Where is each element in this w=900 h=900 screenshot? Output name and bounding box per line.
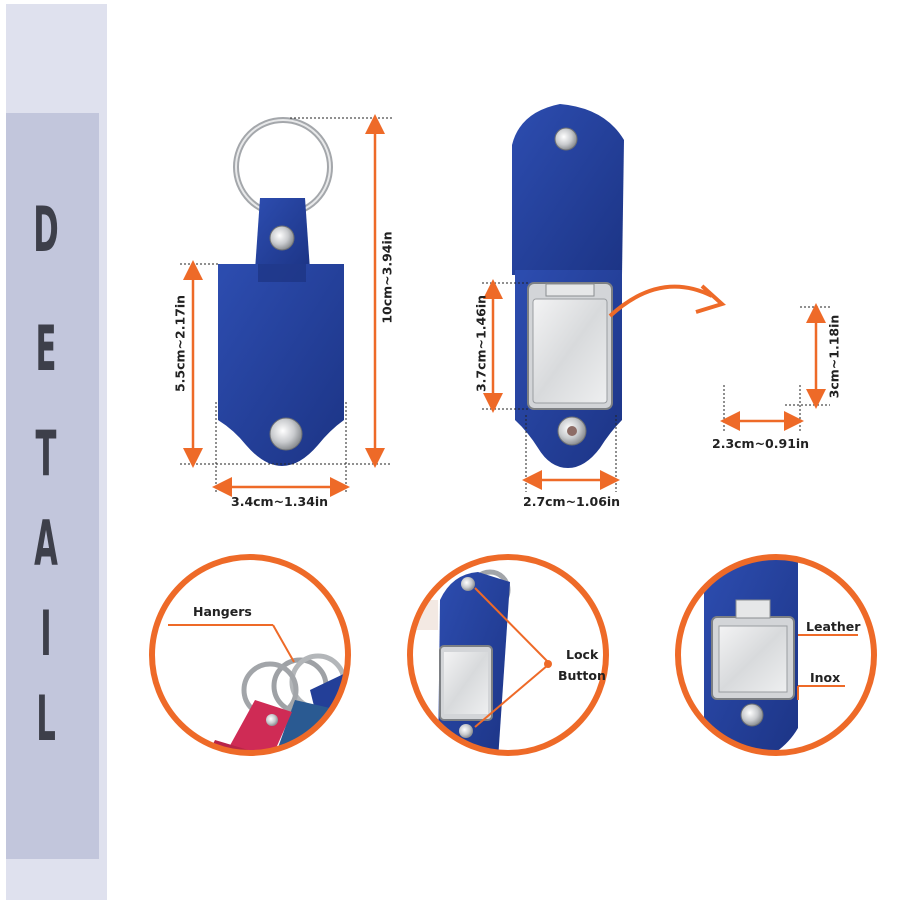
hangers-callout: Hangers: [193, 604, 252, 619]
sidebar-letter: T: [35, 417, 57, 490]
sidebar-letter: E: [35, 312, 57, 385]
snap-button-icon: [269, 417, 303, 451]
keychain-front-view: [218, 117, 344, 466]
rivet-icon: [269, 225, 295, 251]
body-width-label: 3.4cm~1.34in: [231, 494, 329, 509]
body-height-label: 5.5cm~2.17in: [172, 294, 188, 393]
lock-callout-line1: Lock: [566, 647, 599, 662]
keychain-open-view: [512, 104, 624, 468]
metal-insert: [532, 298, 608, 404]
keychain-height-label: 10cm~3.94in: [379, 231, 395, 324]
inox-callout: Inox: [810, 670, 841, 685]
sidebar-letter: D: [33, 193, 59, 266]
sidebar-letter: A: [34, 507, 58, 580]
detail-circle-materials: [675, 554, 877, 756]
sidebar-letter: I: [40, 597, 52, 670]
lock-callout-line2: Button: [558, 668, 606, 683]
insert-width-label: 2.3cm~0.91in: [712, 436, 810, 451]
sidebar-letter: L: [36, 682, 56, 755]
leather-flap: [512, 104, 624, 275]
detail-circle-lock-button: [407, 554, 609, 756]
leather-body: [218, 264, 344, 466]
frame-height-label: 3.7cm~1.46in: [473, 294, 489, 393]
frame-width-label: 2.7cm~1.06in: [523, 494, 621, 509]
sidebar-panel: [6, 113, 99, 859]
snap-button-icon: [554, 127, 578, 151]
detail-circle-hangers: [149, 554, 351, 756]
curved-arrow-icon: [608, 284, 713, 318]
insert-height-label: 3cm~1.18in: [826, 314, 842, 399]
leather-callout: Leather: [806, 619, 861, 634]
sidebar-title-detail: D E T A I L: [6, 113, 86, 859]
